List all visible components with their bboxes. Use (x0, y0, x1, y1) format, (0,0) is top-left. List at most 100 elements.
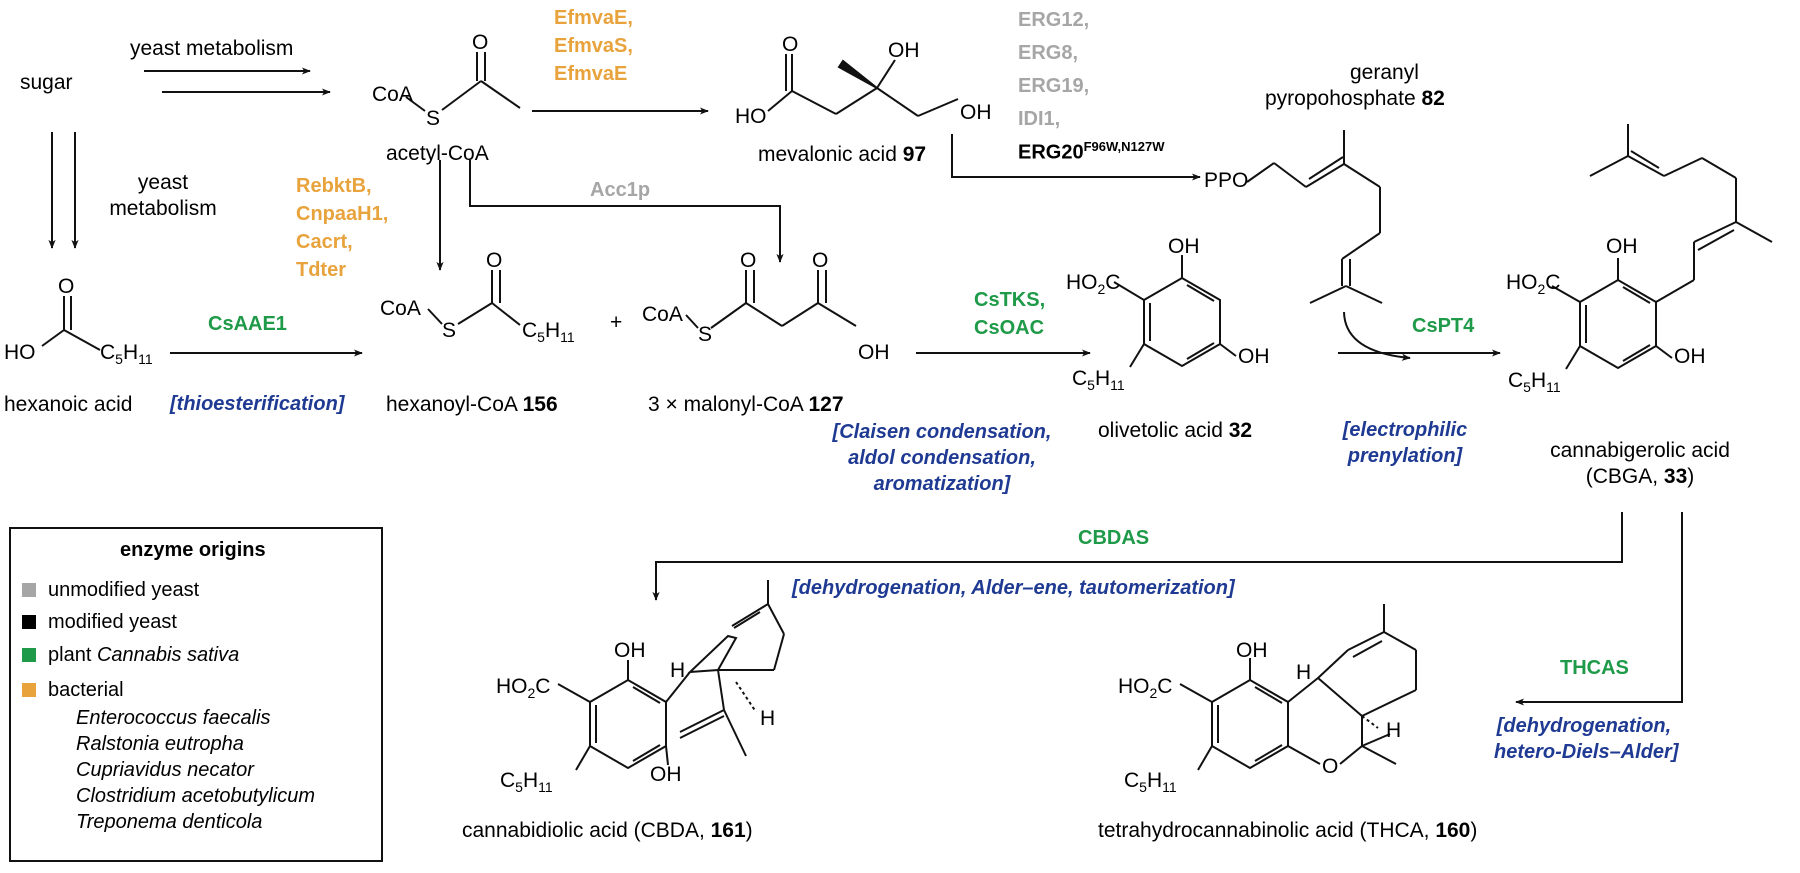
atom-ho-mevalonic: HO (735, 105, 767, 128)
enzyme-cstks: CsTKS, (974, 289, 1046, 311)
group-c5h11-cbga: C5H11 (1508, 369, 1561, 396)
atom-o-hexanoic: O (58, 275, 75, 298)
enzyme-thcas: THCAS (1560, 657, 1629, 679)
reaction-cbdas: [dehydrogenation, Alder–ene, tautomeriza… (792, 577, 1235, 599)
enzyme-cspt4: CsPT4 (1412, 315, 1475, 337)
group-c5h11-thca: C5H11 (1124, 769, 1177, 796)
group-c5h11-olivetolic: C5H11 (1072, 367, 1125, 394)
enzyme-csaae1: CsAAE1 (208, 313, 287, 335)
group-co2h-cbda: HO2C (496, 675, 551, 702)
legend-box (9, 527, 383, 862)
arrow-cbdas (652, 512, 1623, 601)
process-label-metabolism: metabolism (109, 197, 217, 220)
group-co2h-olivetolic: HO2C (1066, 271, 1121, 298)
compound-cbga-line2: (CBGA, 33) (1585, 465, 1695, 488)
atom-o-hexanoyl: O (486, 249, 503, 272)
compound-acetyl-coa: acetyl-CoA (386, 142, 489, 165)
atom-oh-mevalonic-1: OH (888, 39, 920, 62)
legend-species-5: Treponema denticola (76, 811, 263, 833)
legend-label-plant: plant Cannabis sativa (48, 644, 240, 666)
enzyme-efmvae-2: EfmvaE (554, 63, 628, 85)
compound-thca: tetrahydrocannabinolic acid (THCA, 160) (1098, 819, 1478, 842)
atom-s-hexanoyl: S (442, 319, 457, 342)
atom-s-acetyl: S (426, 107, 441, 130)
atom-ppo: PPO (1204, 169, 1249, 192)
reaction-claisen-2: aldol condensation, (848, 447, 1036, 469)
atom-oh-cbda-1: OH (614, 639, 646, 662)
enzyme-cnpaah1: CnpaaH1, (296, 203, 389, 225)
atom-h-cbda-2: H (760, 707, 776, 730)
atom-oh-mevalonic-2: OH (960, 101, 992, 124)
arrow-thcas (1515, 512, 1683, 706)
atom-h-cbda-1: H (670, 659, 686, 682)
atom-oh-cbda-2: OH (650, 763, 682, 786)
atom-o-acetyl: O (472, 31, 489, 54)
atom-oh-cbga-1: OH (1606, 235, 1638, 258)
compound-gpp-line2: pyropohosphate 82 (1265, 87, 1445, 110)
legend-species-1: Enterococcus faecalis (76, 707, 271, 729)
atom-h-thca-1: H (1296, 661, 1312, 684)
atom-h-thca-2: H (1386, 719, 1402, 742)
legend-species-3: Cupriavidus necator (76, 759, 254, 781)
legend-species-2: Ralstonia eutropha (76, 733, 244, 755)
legend-swatch-plant (22, 648, 36, 662)
group-c5h11-hexanoic: C5H11 (100, 341, 153, 368)
reaction-claisen-3: aromatization] (873, 473, 1011, 495)
enzyme-rebktb: RebktB, (296, 175, 372, 197)
atom-oh-olivetolic-2: OH (1238, 345, 1270, 368)
enzyme-cbdas: CBDAS (1078, 527, 1150, 549)
plus-sign: + (610, 311, 623, 334)
enzyme-cacrt: Cacrt, (296, 231, 353, 253)
compound-sugar: sugar (20, 71, 73, 94)
group-c5h11-cbda: C5H11 (500, 769, 553, 796)
atom-o-malonyl-2: O (812, 249, 829, 272)
compound-olivetolic-acid: olivetolic acid 32 (1098, 419, 1253, 442)
enzyme-idi1: IDI1, (1018, 108, 1061, 130)
reaction-prenyl-1: [electrophilic (1342, 419, 1468, 441)
reaction-claisen-1: [Claisen condensation, (832, 421, 1052, 443)
compound-cbga-line1: cannabigerolic acid (1550, 439, 1730, 462)
atom-oh-malonyl: OH (858, 341, 890, 364)
atom-coa-malonyl: CoA (642, 303, 683, 326)
legend-swatch-modified (22, 615, 36, 629)
compound-gpp-line1: geranyl (1350, 61, 1419, 84)
compound-malonyl-coa: 3 × malonyl-CoA 127 (648, 393, 844, 416)
enzyme-csoac: CsOAC (974, 317, 1045, 339)
group-c5h11-hexanoyl: C5H11 (522, 319, 575, 346)
compound-mevalonic-acid: mevalonic acid 97 (758, 143, 927, 166)
enzyme-erg8: ERG8, (1018, 42, 1079, 64)
atom-o-malonyl-1: O (740, 249, 757, 272)
enzyme-erg12: ERG12, (1018, 9, 1090, 31)
atom-coa-acetyl: CoA (372, 83, 413, 106)
enzyme-efmvas: EfmvaS, (554, 35, 633, 57)
reaction-prenyl-2: prenylation] (1347, 445, 1463, 467)
enzyme-acc1p: Acc1p (590, 179, 651, 201)
arrow-to-gpp (951, 134, 1201, 181)
arrow-gpp-in (1343, 311, 1411, 361)
legend-title: enzyme origins (120, 539, 266, 561)
reaction-thcas-1: [dehydrogenation, (1496, 715, 1672, 737)
process-label-yeast-metabolism: yeast metabolism (130, 37, 294, 60)
reaction-thcas-2: hetero-Diels–Alder] (1494, 741, 1679, 763)
enzyme-erg20: ERG20F96W,N127W (1018, 139, 1165, 164)
legend-label-modified: modified yeast (48, 611, 177, 633)
legend-swatch-unmodified (22, 583, 36, 597)
group-co2h-cbga: HO2C (1506, 271, 1561, 298)
atom-o-thca: O (1322, 755, 1339, 778)
atom-oh-thca: OH (1236, 639, 1268, 662)
compound-cbda: cannabidiolic acid (CBDA, 161) (462, 819, 753, 842)
compound-hexanoyl-coa: hexanoyl-CoA 156 (386, 393, 558, 416)
arrow-acc1p (469, 160, 784, 263)
atom-s-malonyl: S (698, 323, 713, 346)
atom-ho-hexanoic: HO (4, 341, 36, 364)
process-label-yeast: yeast (137, 171, 189, 194)
legend-label-bacterial: bacterial (48, 679, 124, 701)
group-co2h-thca: HO2C (1118, 675, 1173, 702)
legend-swatch-bacterial (22, 683, 36, 697)
legend-label-unmodified: unmodified yeast (48, 579, 200, 601)
atom-o-mevalonic: O (782, 33, 799, 56)
enzyme-tdter: Tdter (296, 259, 346, 281)
reaction-thioesterification: [thioesterification] (170, 393, 345, 415)
atom-coa-hexanoyl: CoA (380, 297, 421, 320)
